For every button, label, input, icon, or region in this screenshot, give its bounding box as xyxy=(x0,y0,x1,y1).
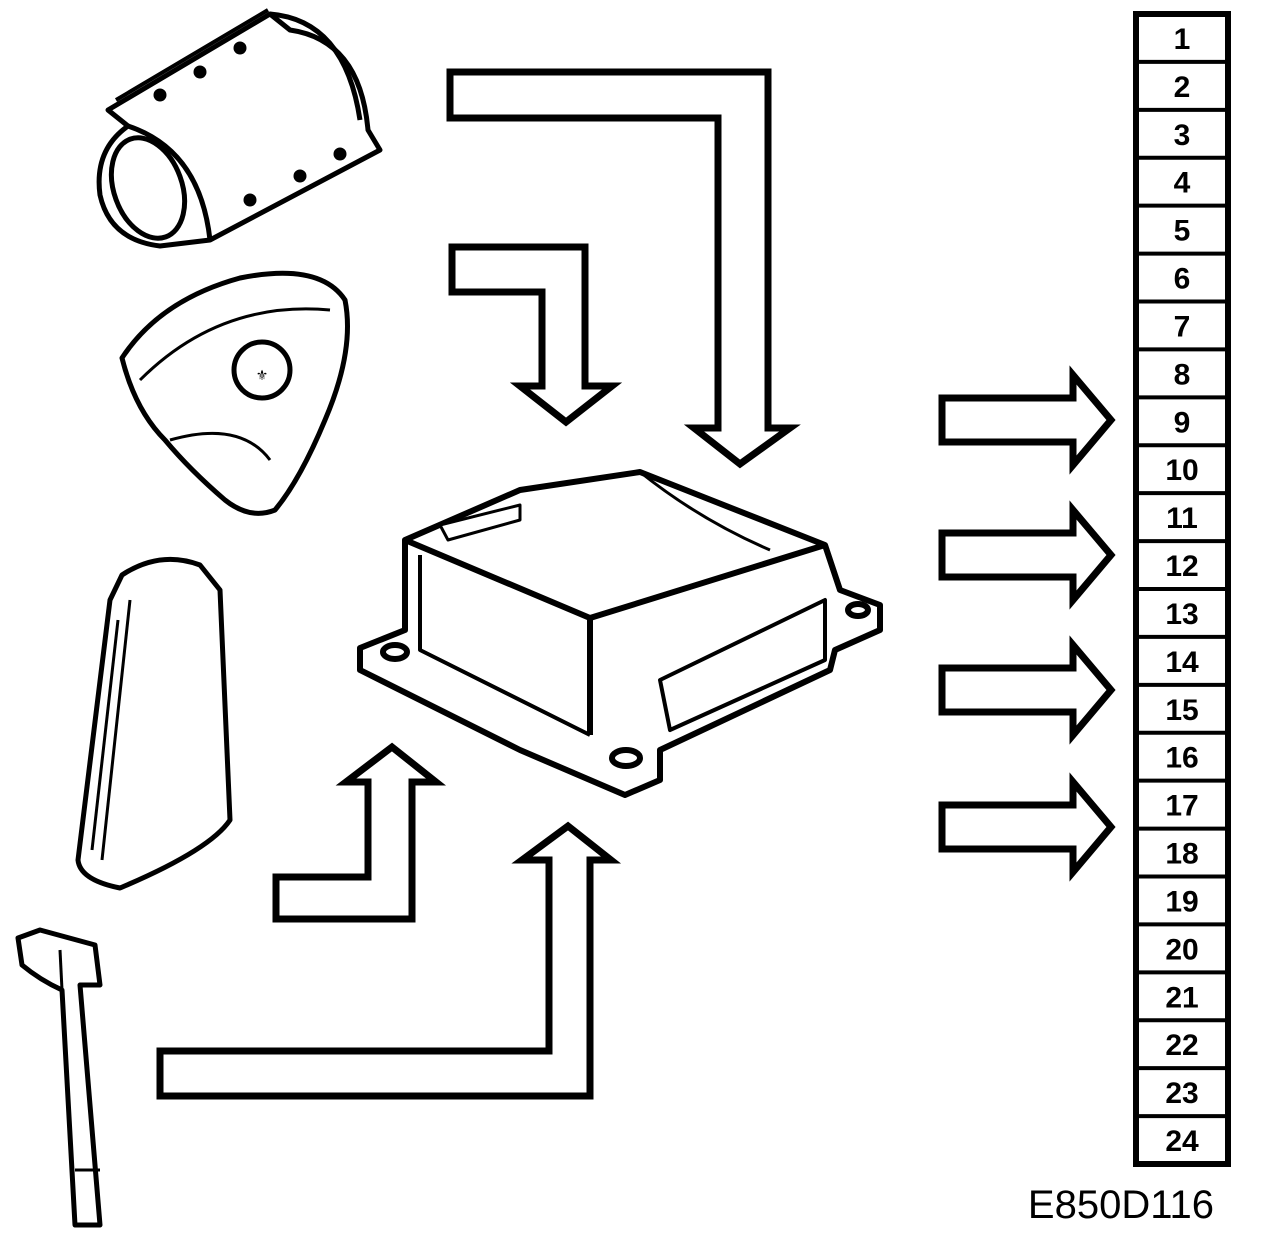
control-module-icon xyxy=(357,469,883,798)
side-airbag-icon xyxy=(75,556,233,891)
output-arrow-2 xyxy=(938,500,1116,610)
terminal-number: 23 xyxy=(1165,1077,1198,1110)
terminal-number: 10 xyxy=(1165,454,1198,487)
terminal-number: 5 xyxy=(1174,215,1191,248)
terminal-number: 13 xyxy=(1165,598,1198,631)
arrow-from-steering-airbag xyxy=(448,243,623,427)
terminal-number: 17 xyxy=(1165,790,1198,823)
terminal-number: 24 xyxy=(1165,1125,1199,1158)
output-arrow-3 xyxy=(938,635,1116,745)
terminal-number: 4 xyxy=(1174,167,1191,200)
svg-text:⚜: ⚜ xyxy=(256,367,269,383)
terminal-number: 12 xyxy=(1165,550,1198,583)
output-arrow-1 xyxy=(938,365,1116,475)
terminal-number: 20 xyxy=(1165,933,1198,966)
terminal-number: 16 xyxy=(1165,742,1198,775)
terminal-number: 14 xyxy=(1165,646,1199,679)
terminal-number: 19 xyxy=(1165,885,1198,918)
pretensioner-icon xyxy=(15,927,103,1228)
arrow-from-side-airbag xyxy=(272,742,447,923)
terminal-number: 1 xyxy=(1174,23,1191,56)
terminal-number: 6 xyxy=(1174,263,1191,296)
terminal-number: 15 xyxy=(1165,694,1198,727)
steering-wheel-airbag-icon: ⚜ xyxy=(119,270,350,516)
diagram-code: E850D116 xyxy=(1028,1183,1214,1227)
arrow-from-passenger-airbag xyxy=(446,68,801,469)
terminal-number: 18 xyxy=(1165,838,1198,871)
terminal-number: 3 xyxy=(1174,119,1191,152)
terminal-number: 8 xyxy=(1174,358,1191,391)
terminal-number: 2 xyxy=(1174,71,1191,104)
passenger-airbag-icon xyxy=(96,8,383,249)
output-arrow-4 xyxy=(938,772,1116,882)
terminal-number: 22 xyxy=(1165,1029,1198,1062)
arrow-from-pretensioner xyxy=(156,821,622,1100)
terminal-number: 11 xyxy=(1166,502,1198,535)
terminal-number: 21 xyxy=(1165,981,1198,1014)
terminal-number: 9 xyxy=(1174,406,1191,439)
terminal-number: 7 xyxy=(1174,310,1191,343)
